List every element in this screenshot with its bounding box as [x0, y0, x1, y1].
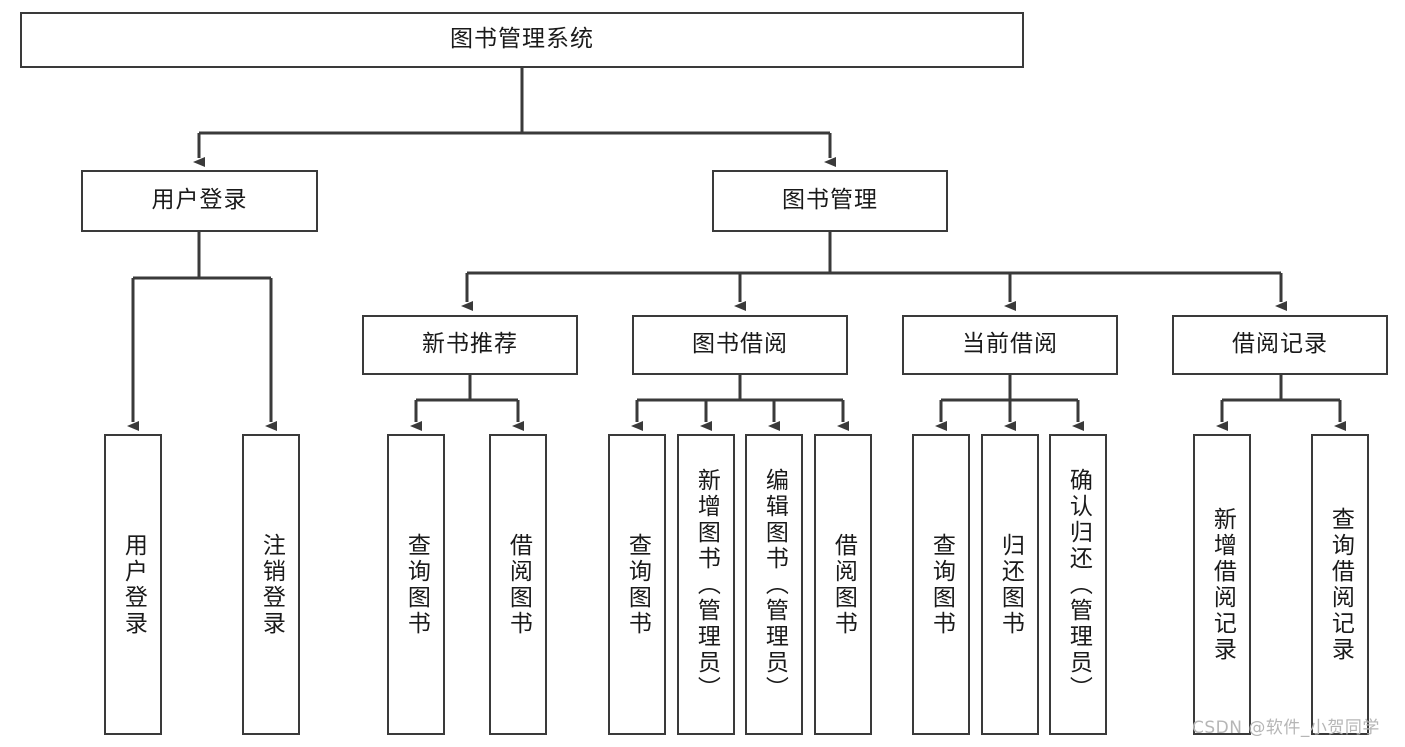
node-label: 用户登录 [151, 187, 248, 214]
node-label: 借阅记录 [1232, 331, 1328, 358]
leaf-newbook-borrow-book[interactable]: 借阅图书 [489, 434, 547, 735]
node-label: 借阅图书 [830, 532, 857, 637]
leaf-bookborrow-add-book[interactable]: 新增图书（管理员） [677, 434, 735, 735]
node-label: 图书管理 [782, 187, 878, 214]
node-label: 确认归还（管理员） [1065, 467, 1092, 702]
node-book-manage[interactable]: 图书管理 [712, 170, 948, 232]
node-user-login[interactable]: 用户登录 [81, 170, 318, 232]
node-label: 图书管理系统 [450, 26, 594, 53]
node-label: 当前借阅 [962, 331, 1058, 358]
leaf-currentborrow-confirm-return[interactable]: 确认归还（管理员） [1049, 434, 1107, 735]
node-label: 查询图书 [928, 532, 955, 637]
node-label: 用户登录 [120, 532, 147, 637]
node-label: 注销登录 [258, 532, 285, 637]
node-label: 新书推荐 [422, 331, 518, 358]
node-current-borrow[interactable]: 当前借阅 [902, 315, 1118, 375]
leaf-user-login-logout[interactable]: 注销登录 [242, 434, 300, 735]
leaf-currentborrow-query-book[interactable]: 查询图书 [912, 434, 970, 735]
node-label: 图书借阅 [692, 331, 788, 358]
node-label: 新增图书（管理员） [693, 467, 720, 702]
leaf-bookborrow-query-book[interactable]: 查询图书 [608, 434, 666, 735]
node-label: 查询借阅记录 [1327, 506, 1354, 663]
node-label: 编辑图书（管理员） [761, 467, 788, 702]
leaf-currentborrow-return-book[interactable]: 归还图书 [981, 434, 1039, 735]
node-label: 查询图书 [624, 532, 651, 637]
leaf-bookborrow-edit-book[interactable]: 编辑图书（管理员） [745, 434, 803, 735]
node-book-borrow[interactable]: 图书借阅 [632, 315, 848, 375]
leaf-borrowrecord-add-record[interactable]: 新增借阅记录 [1193, 434, 1251, 735]
watermark-text: CSDN @软件_小贺同学 [1192, 718, 1380, 738]
node-new-book-recommend[interactable]: 新书推荐 [362, 315, 578, 375]
node-label: 归还图书 [997, 532, 1024, 637]
leaf-borrowrecord-query-record[interactable]: 查询借阅记录 [1311, 434, 1369, 735]
leaf-bookborrow-borrow-book[interactable]: 借阅图书 [814, 434, 872, 735]
node-label: 查询图书 [403, 532, 430, 637]
node-root-system[interactable]: 图书管理系统 [20, 12, 1024, 68]
leaf-user-login-login[interactable]: 用户登录 [104, 434, 162, 735]
leaf-newbook-query-book[interactable]: 查询图书 [387, 434, 445, 735]
node-label: 借阅图书 [505, 532, 532, 637]
node-borrow-record[interactable]: 借阅记录 [1172, 315, 1388, 375]
node-label: 新增借阅记录 [1209, 506, 1236, 663]
